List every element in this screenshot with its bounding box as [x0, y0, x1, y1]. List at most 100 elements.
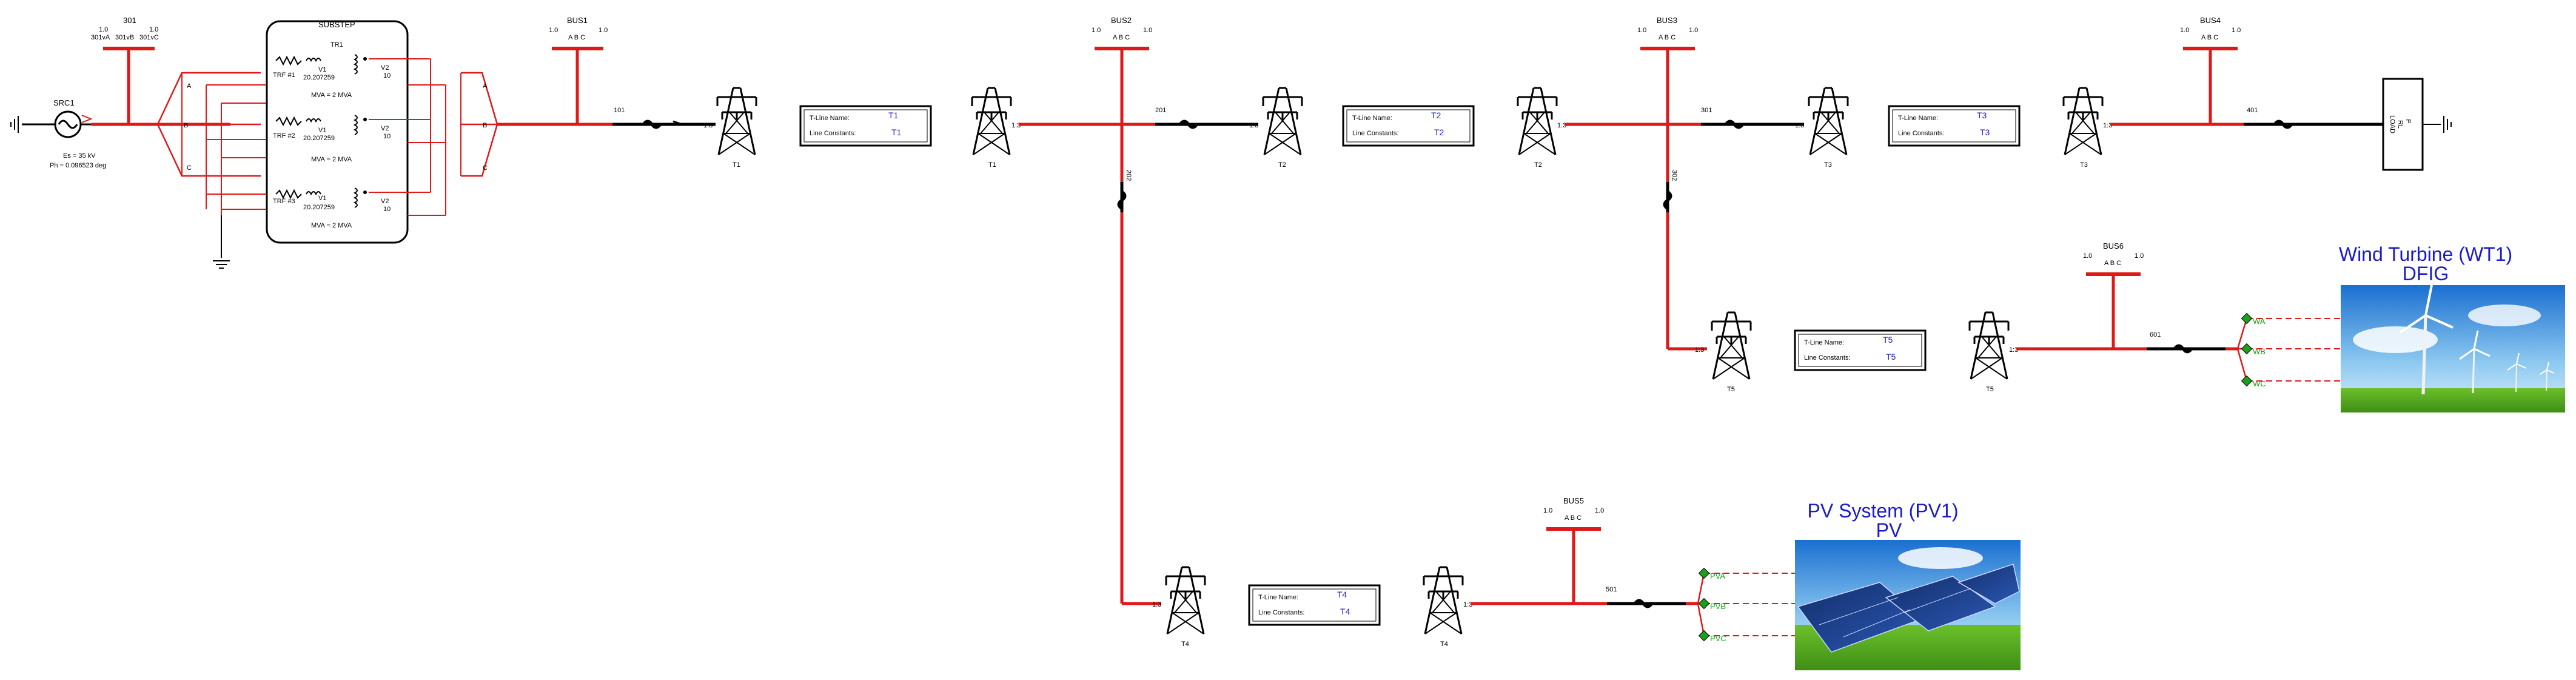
bus4[interactable]: BUS4 1.0 1.0 A B C — [2180, 16, 2241, 124]
svg-text:1.0: 1.0 — [2180, 27, 2189, 34]
svg-text:T2: T2 — [1534, 161, 1542, 169]
svg-text:301vB: 301vB — [115, 34, 134, 41]
svg-text:LOAD: LOAD — [2389, 115, 2396, 133]
svg-text:1:3: 1:3 — [1695, 346, 1704, 354]
breaker-301[interactable]: 301 1.0 1.0 301vA 301vB 301vC — [91, 16, 159, 124]
svg-text:TRF #2: TRF #2 — [273, 132, 295, 140]
svg-text:1:3: 1:3 — [1557, 122, 1566, 129]
pv-panel-picture — [1795, 540, 2021, 670]
bus3-name: BUS3 — [1657, 16, 1677, 25]
tower-t4-left[interactable] — [1165, 566, 1206, 635]
source-es: Es = 35 kV — [63, 152, 96, 160]
svg-text:A B C: A B C — [2104, 260, 2121, 267]
svg-text:PVC: PVC — [1710, 634, 1726, 643]
svg-text:A: A — [483, 82, 488, 90]
breaker-name: 301 — [123, 16, 136, 25]
substep-tr: TR1 — [330, 41, 343, 49]
substep-title: SUBSTEP — [318, 20, 355, 29]
svg-text:10: 10 — [383, 72, 391, 79]
tline-t4[interactable]: T-Line Name: Line Constants: T4 T4 — [1248, 584, 1381, 626]
svg-text:TRF #1: TRF #1 — [273, 72, 295, 79]
svg-text:20.207259: 20.207259 — [303, 135, 335, 142]
bus5[interactable]: BUS5 1.0 1.0 A B C — [1543, 496, 1604, 604]
tline-t2[interactable]: T-Line Name: Line Constants: T2 T2 — [1342, 105, 1475, 147]
bus4-name: BUS4 — [2200, 16, 2221, 25]
transformer-3[interactable]: TRF #3 V1 20.207259 V2 10 MVA = 2 MVA — [273, 187, 391, 229]
svg-text:1.0: 1.0 — [149, 26, 158, 33]
tline-t5[interactable]: T-Line Name: Line Constants: T5 T5 — [1794, 329, 1927, 371]
svg-text:1:3: 1:3 — [1795, 122, 1804, 129]
svg-text:T1: T1 — [888, 110, 899, 120]
source-src1[interactable]: SRC1 Es = 35 kV Ph = 0.096523 deg — [10, 98, 106, 169]
wind-turbine-wt1[interactable]: Wind Turbine (WT1) DFIG — [2339, 243, 2565, 412]
svg-text:MVA = 2 MVA: MVA = 2 MVA — [311, 222, 352, 229]
svg-text:301vC: 301vC — [139, 34, 159, 41]
svg-text:1:3: 1:3 — [1463, 601, 1472, 608]
svg-text:V1: V1 — [318, 127, 326, 134]
svg-text:MVA = 2 MVA: MVA = 2 MVA — [311, 156, 352, 163]
tower-t5-right[interactable] — [1968, 311, 2010, 380]
svg-text:A B C: A B C — [2201, 34, 2218, 41]
tower-t5-left[interactable] — [1711, 311, 1752, 380]
svg-text:PVB: PVB — [1710, 602, 1726, 611]
svg-text:T2: T2 — [1278, 161, 1286, 169]
svg-text:T-Line Name:: T-Line Name: — [1804, 339, 1844, 346]
svg-text:T1: T1 — [988, 161, 996, 169]
tower-t2-left[interactable] — [1262, 87, 1303, 156]
svg-text:T4: T4 — [1181, 641, 1189, 648]
svg-text:201: 201 — [1155, 107, 1166, 114]
tower-t1-left[interactable] — [716, 87, 757, 156]
bus6[interactable]: BUS6 1.0 1.0 A B C — [2083, 241, 2144, 349]
svg-text:TRF #3: TRF #3 — [273, 198, 295, 205]
svg-text:MVA = 2 MVA: MVA = 2 MVA — [311, 92, 352, 99]
svg-text:1.0: 1.0 — [99, 26, 108, 33]
tower-t1-right[interactable] — [971, 87, 1012, 156]
tline-t3[interactable]: T-Line Name: Line Constants: T3 T3 — [1888, 105, 2021, 147]
svg-text:T-Line Name:: T-Line Name: — [810, 115, 850, 122]
svg-text:Line Constants:: Line Constants: — [1804, 354, 1850, 362]
svg-text:1.0: 1.0 — [2232, 27, 2241, 34]
svg-text:A B C: A B C — [1565, 514, 1581, 522]
bus1-name: BUS1 — [567, 16, 588, 25]
svg-text:T5: T5 — [1886, 352, 1896, 362]
svg-text:A B C: A B C — [568, 34, 585, 41]
tower-t4-right[interactable] — [1423, 566, 1464, 635]
svg-text:Line Constants:: Line Constants: — [1352, 130, 1398, 137]
pv-system-pv1[interactable]: PV System (PV1) PV — [1795, 500, 2021, 670]
svg-text:T-Line Name:: T-Line Name: — [1258, 594, 1298, 601]
substep-transformer-block[interactable]: A B C SUBSTEP TR1 TRF #1 V1 20.207259 V2… — [156, 20, 498, 269]
svg-text:T5: T5 — [1727, 386, 1735, 393]
bus1[interactable]: BUS1 1.0 1.0 A B C — [549, 16, 608, 124]
svg-text:T4: T4 — [1340, 607, 1350, 616]
bus6-name: BUS6 — [2103, 241, 2124, 251]
load-rl[interactable]: P RL LOAD — [2382, 78, 2452, 171]
transformer-2[interactable]: TRF #2 V1 20.207259 V2 10 MVA = 2 MVA — [273, 115, 391, 163]
svg-text:T1: T1 — [891, 127, 902, 137]
wind-terminals[interactable]: WA WB WC — [2241, 312, 2341, 388]
svg-text:1.0: 1.0 — [1637, 27, 1646, 34]
svg-text:C: C — [187, 164, 192, 172]
transformer-1[interactable]: TRF #1 V1 20.207259 V2 10 MVA = 2 MVA — [273, 54, 391, 99]
pv-terminals[interactable]: PVA PVB PVC — [1698, 567, 1795, 643]
svg-text:T5: T5 — [1883, 335, 1893, 345]
svg-text:T4: T4 — [1337, 590, 1347, 599]
pv-title: PV System (PV1) — [1808, 500, 1959, 522]
svg-text:101: 101 — [614, 107, 625, 114]
svg-text:301vA: 301vA — [91, 34, 110, 41]
tower-t2-right[interactable] — [1517, 87, 1558, 156]
svg-text:20.207259: 20.207259 — [303, 204, 335, 211]
svg-text:Line Constants:: Line Constants: — [1258, 609, 1304, 616]
svg-text:1:3: 1:3 — [2103, 122, 2112, 129]
svg-text:T-Line Name:: T-Line Name: — [1352, 115, 1392, 122]
svg-text:Line Constants:: Line Constants: — [1898, 130, 1944, 137]
tower-t3-left[interactable] — [1808, 87, 1849, 156]
svg-text:V1: V1 — [318, 66, 326, 73]
tline-t1[interactable]: T-Line Name: Line Constants: T1 T1 — [799, 105, 932, 147]
svg-text:RL: RL — [2397, 120, 2404, 129]
tower-t3-right[interactable] — [2062, 87, 2104, 156]
svg-text:T3: T3 — [1977, 110, 1987, 120]
svg-text:PVA: PVA — [1710, 571, 1725, 581]
svg-text:B: B — [483, 122, 487, 129]
svg-text:V1: V1 — [318, 195, 326, 202]
svg-text:601: 601 — [2150, 331, 2161, 338]
